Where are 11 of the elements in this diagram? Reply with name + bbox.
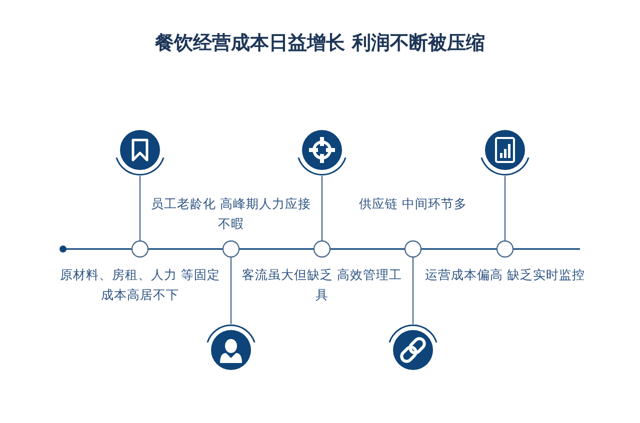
connector-line: [412, 257, 414, 324]
connector-line: [139, 176, 141, 241]
milestone-caption: 供应链 中间环节多: [358, 195, 468, 213]
title: 餐饮经营成本日益增长 利润不断被压缩: [154, 31, 486, 56]
connector-line: [230, 257, 232, 324]
milestone-caption: 运营成本偏高 缺乏实时监控: [424, 266, 586, 284]
connector-line: [321, 176, 323, 241]
connector-line: [504, 176, 506, 241]
milestone-caption: 客流虽大但缺乏 高效管理工具: [241, 266, 403, 304]
milestone-caption: 原材料、房租、人力 等固定成本高居不下: [59, 266, 221, 304]
milestone-caption: 员工老龄化 高峰期人力应接不暇: [150, 195, 312, 233]
